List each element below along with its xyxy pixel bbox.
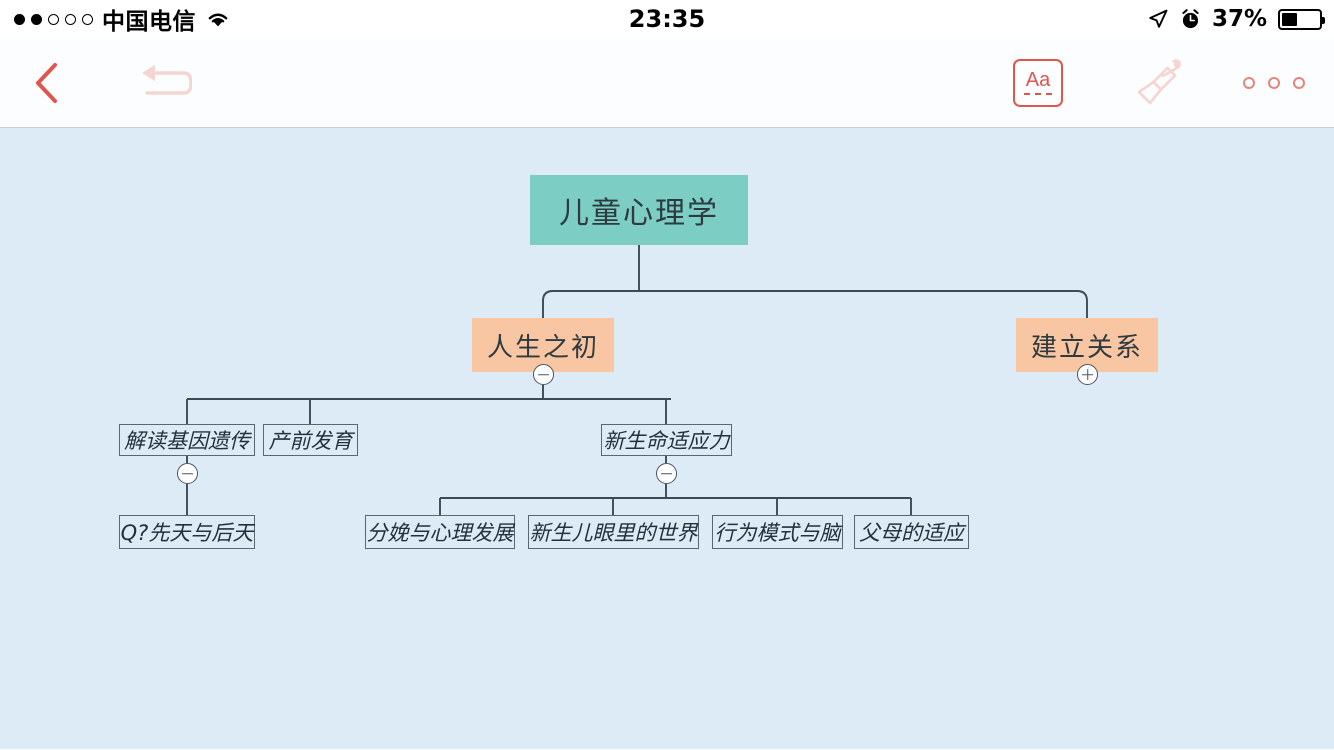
expand-toggle-level2-1[interactable] [1077,364,1098,385]
more-dot [1268,76,1280,89]
mindmap-node-level3-0[interactable]: 解读基因遗传 [119,424,255,456]
more-options-button[interactable] [1228,38,1320,127]
undo-button[interactable] [122,38,208,127]
brush-button[interactable] [1110,38,1206,127]
dashed-underline [1024,93,1052,95]
mindmap-node-level3-2[interactable]: 新生命适应力 [601,424,732,456]
signal-dot [65,13,76,25]
mindmap-node-level4-1[interactable]: 分娩与心理发展 [365,515,515,549]
battery-percentage: 37% [1211,6,1267,32]
alarm-clock-icon [1182,8,1199,28]
signal-dot [48,13,59,25]
status-bar-right: 37% [1147,6,1325,32]
chevron-left-icon [36,62,57,103]
carrier-name: 中国电信 [102,9,196,35]
collapse-toggle-level3-2[interactable] [656,463,677,484]
text-style-label: Aa [1025,69,1051,91]
back-button[interactable] [14,38,80,127]
collapse-toggle-level3-0[interactable] [177,463,198,484]
clock-time: 23:35 [628,5,706,33]
edge-root-to-level2 [542,290,1088,318]
mindmap-node-level3-1[interactable]: 产前发育 [263,424,358,456]
mindmap-node-level4-0[interactable]: Q?先天与后天 [119,515,255,549]
mindmap-node-level2-1[interactable]: 建立关系 [1016,318,1158,372]
mindmap-node-level4-3[interactable]: 行为模式与脑 [712,515,843,549]
more-dot [1243,76,1255,89]
paintbrush-icon [1137,58,1181,104]
signal-strength-dots [14,13,93,25]
mindmap-node-root[interactable]: 儿童心理学 [530,175,748,245]
mindmap-canvas[interactable]: 儿童心理学 人生之初 建立关系 解读基因遗传 产前发育 新生命适应力 Q?先天与… [0,128,1334,749]
wifi-icon [208,13,228,26]
mindmap-node-level2-0[interactable]: 人生之初 [472,318,614,372]
more-dot [1293,76,1305,89]
location-arrow-icon [1149,9,1168,28]
battery-fill [1282,12,1297,26]
collapse-toggle-level2-0[interactable] [533,364,554,385]
mindmap-node-level4-2[interactable]: 新生儿眼里的世界 [528,515,699,549]
signal-dot [14,13,25,25]
status-bar-left: 中国电信 [14,2,231,36]
signal-dot [31,13,42,25]
undo-arrow-icon [142,64,192,95]
app-toolbar: Aa [0,38,1334,128]
more-options-icon [1243,76,1305,89]
text-style-button[interactable]: Aa [1000,38,1076,127]
status-bar: 中国电信 23:35 37% [0,0,1334,38]
battery-icon [1278,8,1325,30]
signal-dot [82,13,93,25]
mindmap-node-level4-4[interactable]: 父母的适应 [854,515,969,549]
text-style-icon: Aa [1013,58,1063,107]
